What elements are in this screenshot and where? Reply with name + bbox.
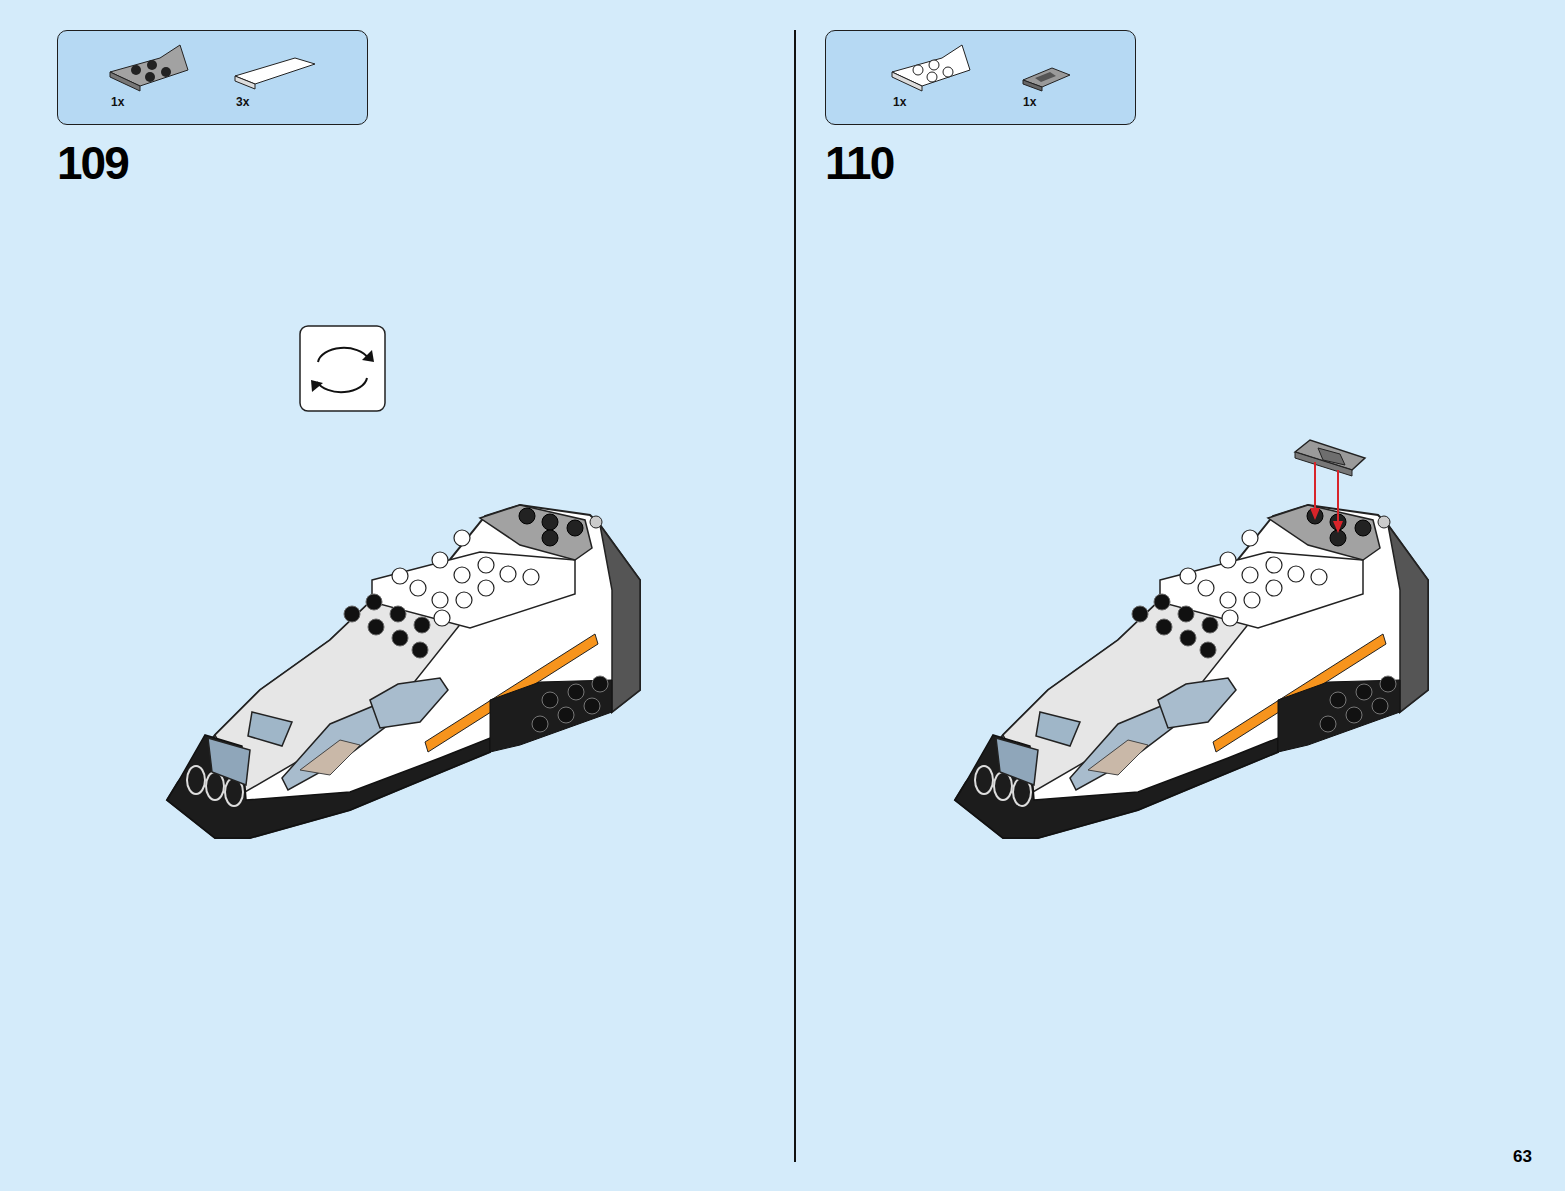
spaceship: [955, 505, 1428, 838]
parts-callout-box: 1x 1x: [825, 30, 1136, 125]
part-quantity: 1x: [1023, 95, 1036, 109]
part-quantity: 1x: [893, 95, 906, 109]
spaceship: [167, 505, 640, 838]
arrow-head: [1310, 508, 1343, 533]
divider-line: [794, 30, 796, 1162]
parts-callout-box: 1x 3x: [57, 30, 368, 125]
page-number: 63: [1513, 1148, 1532, 1165]
placement-arrow: [1315, 462, 1338, 525]
part-quantity: 1x: [111, 95, 124, 109]
new-brick: [1295, 440, 1365, 476]
step-number: 109: [57, 140, 128, 186]
step-number: 110: [825, 140, 893, 186]
part-quantity: 3x: [236, 95, 249, 109]
rotate-icon: [300, 326, 385, 411]
